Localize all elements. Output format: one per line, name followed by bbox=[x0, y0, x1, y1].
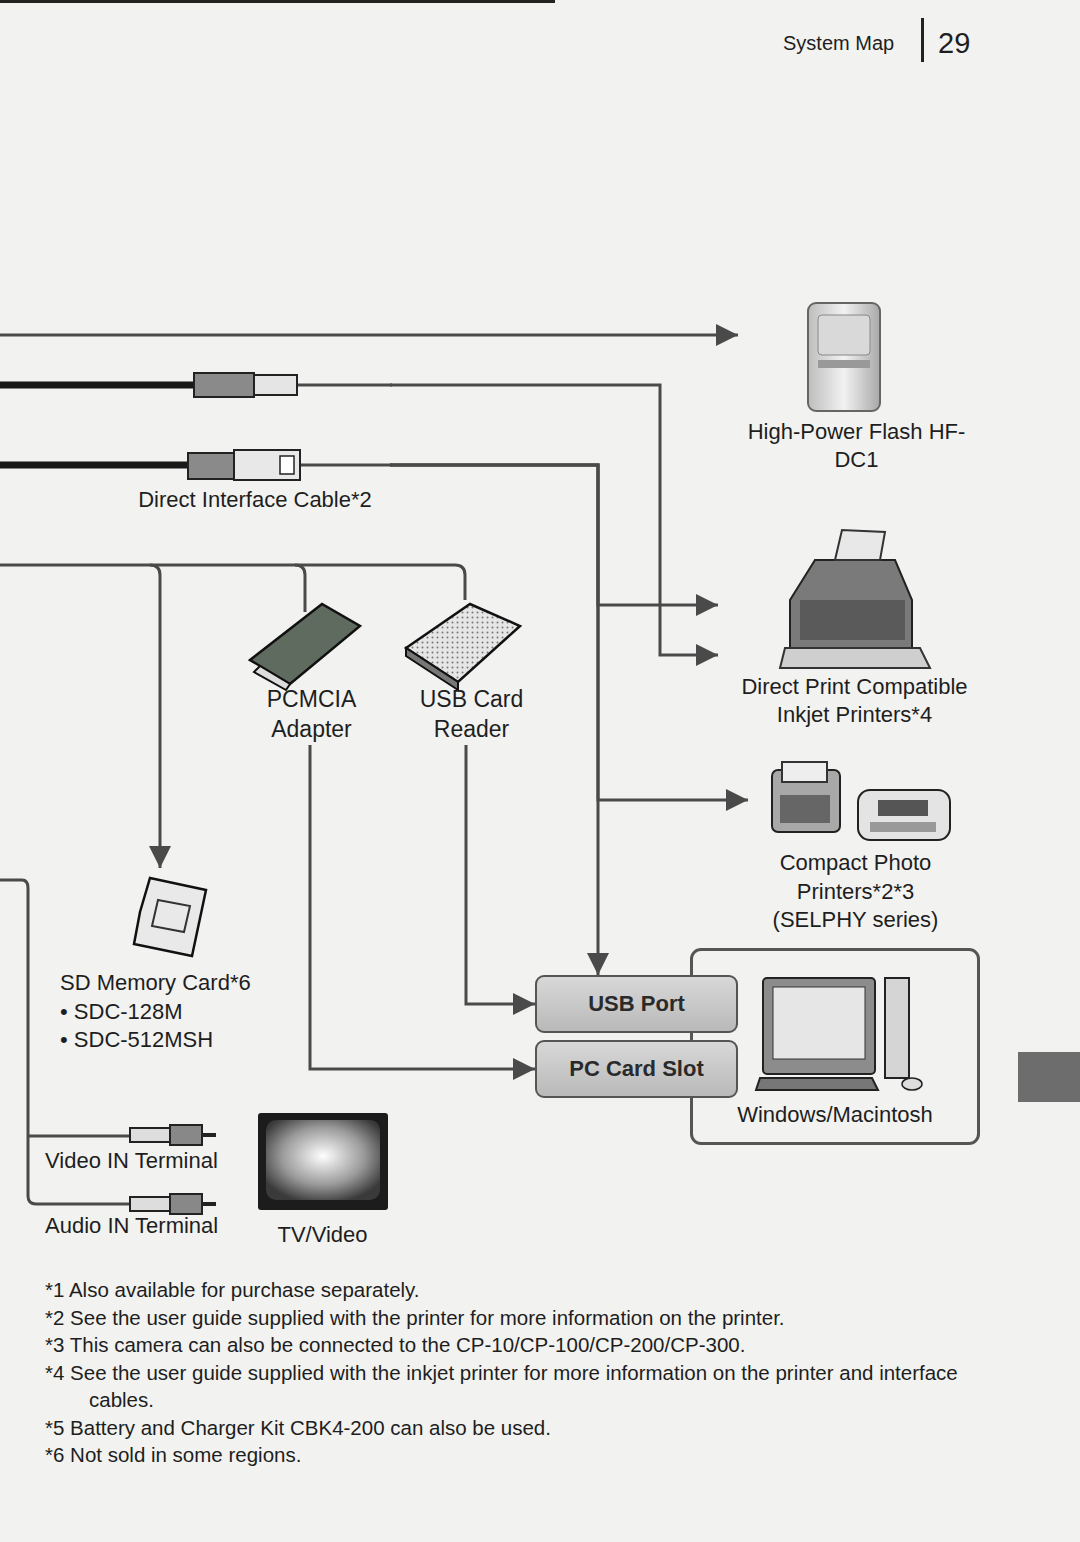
cable-plugs bbox=[0, 382, 196, 389]
footnote: *5 Battery and Charger Kit CBK4-200 can … bbox=[45, 1414, 995, 1442]
sd-card-icon bbox=[134, 878, 206, 956]
item-caption: USB Card Reader bbox=[400, 685, 543, 745]
wires bbox=[28, 1135, 132, 1138]
cable-plugs bbox=[234, 450, 300, 480]
compact-printer-icons bbox=[772, 762, 950, 840]
item-caption: SD Memory Card*6 bbox=[60, 969, 251, 998]
inkjet-printer-icon bbox=[800, 600, 905, 640]
footnotes: *1 Also available for purchase separatel… bbox=[45, 1276, 995, 1469]
card-item: SD Memory Card*6• SDC-128M• SDC-512MSH bbox=[60, 870, 275, 1055]
header-rules bbox=[921, 18, 924, 62]
compact-printer-icons bbox=[780, 795, 830, 823]
cable-plugs bbox=[170, 1125, 202, 1145]
inkjet-printer-icon bbox=[790, 560, 912, 648]
printer-item: Compact Photo Printers*2*3 (SELPHY serie… bbox=[748, 755, 963, 935]
header-rules bbox=[0, 0, 555, 3]
inkjet-printer-icon bbox=[780, 648, 930, 668]
flash-icon bbox=[818, 360, 870, 368]
cable-plugs bbox=[188, 453, 234, 479]
item-caption: • SDC-512MSH bbox=[60, 1026, 213, 1055]
item-caption: PCMCIA Adapter bbox=[245, 685, 378, 745]
compact-printer-icons bbox=[878, 800, 928, 816]
item-caption: • SDC-128M bbox=[60, 998, 183, 1027]
page-header: System Map bbox=[783, 31, 894, 56]
pcmcia-card-icon bbox=[250, 604, 360, 690]
adapter-item: PCMCIA Adapter bbox=[245, 600, 378, 745]
item-caption: Windows/Macintosh bbox=[737, 1101, 933, 1130]
item-caption: High-Power Flash HF-DC1 bbox=[740, 418, 973, 475]
header-rules bbox=[1018, 1052, 1080, 1102]
item-caption: Direct Interface Cable*2 bbox=[138, 486, 372, 515]
cable-plugs bbox=[170, 1194, 202, 1214]
port-box: PC Card Slot bbox=[535, 1040, 738, 1098]
compact-printer-icons bbox=[870, 822, 936, 832]
connector-arrow bbox=[390, 465, 598, 975]
item-caption: TV/Video bbox=[277, 1221, 367, 1250]
connector-arrow bbox=[390, 465, 748, 800]
item-caption: Compact Photo Printers*2*3 (SELPHY serie… bbox=[767, 849, 945, 935]
tv-icon bbox=[258, 1113, 388, 1210]
wires bbox=[295, 565, 305, 612]
computer-frame: USB PortPC Card SlotWindows/Macintosh bbox=[690, 948, 980, 1145]
cable-plugs bbox=[0, 462, 190, 469]
wires bbox=[0, 565, 465, 600]
terminal-label: Audio IN Terminal bbox=[45, 1212, 218, 1240]
page-number: 29 bbox=[938, 25, 970, 61]
computer-icon bbox=[885, 978, 909, 1078]
port-box: USB Port bbox=[535, 975, 738, 1033]
connector-arrow bbox=[310, 745, 535, 1069]
flash-icon bbox=[808, 303, 880, 411]
flash-icon bbox=[818, 315, 870, 355]
flash-icon bbox=[808, 303, 880, 411]
footnote: *3 This camera can also be connected to … bbox=[45, 1331, 995, 1359]
card-reader-icon bbox=[406, 604, 520, 682]
wires bbox=[150, 565, 160, 868]
card-reader-icon bbox=[406, 604, 520, 690]
cable-plugs bbox=[130, 1128, 170, 1142]
header-rules bbox=[0, 0, 1080, 1102]
terminal-label: Video IN Terminal bbox=[45, 1147, 218, 1175]
card-reader-icon bbox=[406, 648, 458, 690]
cable-plugs bbox=[254, 375, 297, 395]
inkjet-printer-icon bbox=[835, 530, 885, 560]
cable-plugs bbox=[130, 1197, 170, 1211]
cable-plugs bbox=[280, 456, 294, 474]
compact-printer-icons bbox=[782, 762, 827, 782]
reader-item: USB Card Reader bbox=[400, 600, 543, 745]
wires bbox=[0, 334, 738, 337]
computer-icon bbox=[756, 1078, 878, 1090]
tv-item: TV/Video bbox=[250, 1110, 395, 1250]
footnote: *4 See the user guide supplied with the … bbox=[45, 1359, 995, 1414]
compact-printer-icons bbox=[858, 790, 950, 840]
item-caption: Direct Print Compatible Inkjet Printers*… bbox=[718, 673, 991, 730]
cable-plugs bbox=[202, 1202, 216, 1206]
port-label: PC Card Slot bbox=[569, 1055, 703, 1084]
cable-plugs bbox=[202, 1133, 216, 1137]
tv-icon bbox=[266, 1120, 380, 1200]
computer-icon bbox=[773, 987, 865, 1059]
wires bbox=[297, 384, 392, 387]
wires bbox=[300, 464, 392, 467]
cable-item: Direct Interface Cable*2 bbox=[120, 365, 390, 515]
footnote: *2 See the user guide supplied with the … bbox=[45, 1304, 995, 1332]
footnote: *1 Also available for purchase separatel… bbox=[45, 1276, 995, 1304]
computer-icon bbox=[756, 978, 922, 1090]
connector-arrow bbox=[390, 465, 718, 605]
computer-icon bbox=[763, 978, 875, 1074]
cable-plugs bbox=[194, 373, 254, 397]
connector-arrow bbox=[466, 745, 535, 1004]
printer-item: Direct Print Compatible Inkjet Printers*… bbox=[718, 525, 991, 730]
computer-icon bbox=[902, 1078, 922, 1090]
flash-item: High-Power Flash HF-DC1 bbox=[740, 300, 973, 475]
port-label: USB Port bbox=[588, 990, 685, 1019]
inkjet-printer-icon bbox=[780, 530, 930, 668]
connector-arrow bbox=[390, 385, 718, 655]
sd-card-icon bbox=[152, 900, 190, 932]
wires bbox=[0, 335, 738, 1204]
footnote: *6 Not sold in some regions. bbox=[45, 1441, 995, 1469]
tv-icon bbox=[258, 1113, 388, 1210]
sd-card-icon bbox=[134, 878, 206, 956]
